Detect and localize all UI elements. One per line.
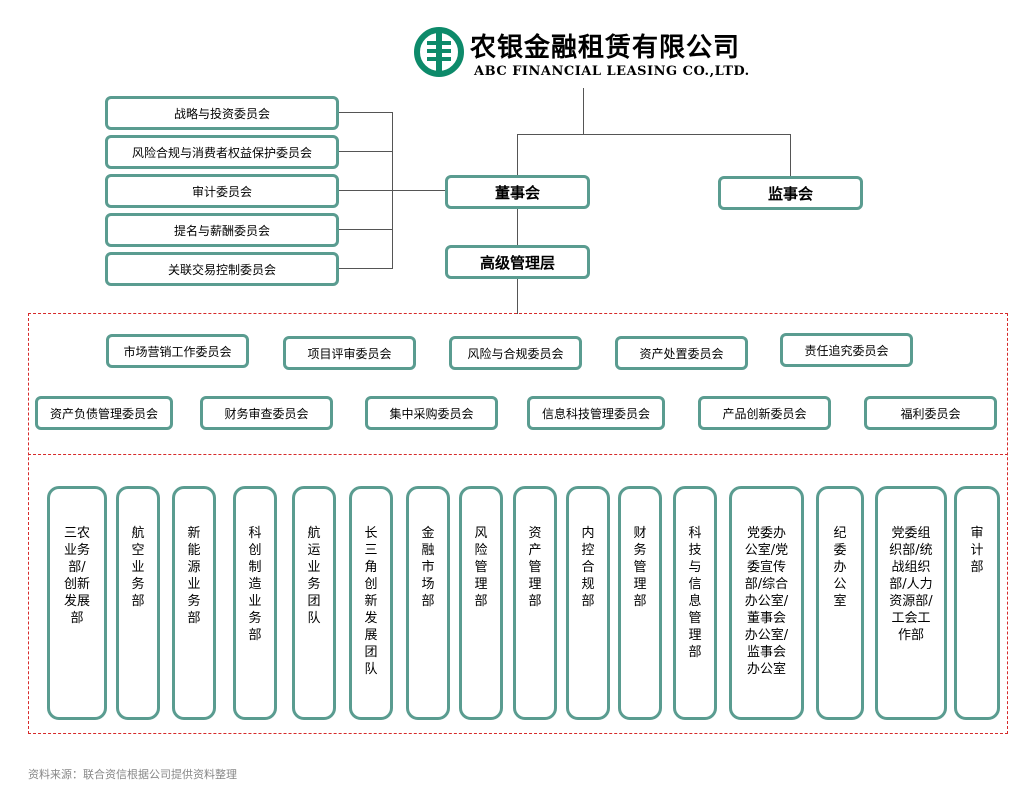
- dept-asset-management: 资产管理部: [513, 486, 557, 720]
- connector-line: [338, 268, 393, 269]
- dept-label: 航运业务团队: [307, 526, 321, 626]
- dept-label: 科技与信息管理部: [688, 526, 702, 660]
- dept-label: 科创制造业务部: [248, 526, 262, 643]
- mgmt-committee-alm: 资产负债管理委员会: [35, 396, 173, 430]
- company-name-cn: 农银金融租赁有限公司: [470, 33, 741, 63]
- dept-aviation: 航空业务部: [116, 486, 160, 720]
- board-committee-audit: 审计委员会: [105, 174, 339, 208]
- dept-finance: 财务管理部: [618, 486, 662, 720]
- mgmt-committee-welfare: 福利委员会: [864, 396, 997, 430]
- dept-party-organization-hr: 党委组织部/统战组织部/人力资源部/工会工作部: [875, 486, 947, 720]
- dept-label: 纪委办公室: [833, 526, 847, 609]
- board-of-supervisors: 监事会: [718, 176, 863, 210]
- dept-new-energy: 新能源业务部: [172, 486, 216, 720]
- dept-party-office: 党委办公室/党委宣传部/综合办公室/董事会办公室/监事会办公室: [729, 486, 804, 720]
- connector-line: [338, 190, 446, 191]
- dept-label: 三农业务部/创新发展部: [63, 526, 90, 626]
- mgmt-committee-asset-disposal: 资产处置委员会: [615, 336, 748, 370]
- mgmt-committee-financial-review: 财务审查委员会: [200, 396, 333, 430]
- dept-financial-markets: 金融市场部: [406, 486, 450, 720]
- dept-label: 财务管理部: [633, 526, 647, 609]
- dept-audit: 审计部: [954, 486, 1000, 720]
- connector-line: [790, 134, 791, 177]
- connector-line: [517, 208, 518, 246]
- dept-label: 内控合规部: [581, 526, 595, 609]
- dashed-divider: [28, 454, 1008, 455]
- mgmt-committee-marketing: 市场营销工作委员会: [106, 334, 249, 368]
- dept-agri-innovation: 三农业务部/创新发展部: [47, 486, 107, 720]
- dept-label: 长三角创新发展团队: [364, 526, 378, 677]
- board-of-directors: 董事会: [445, 175, 590, 209]
- management-dashed-frame: [28, 313, 1008, 734]
- dept-tech-manufacturing: 科创制造业务部: [233, 486, 277, 720]
- board-committee-risk: 风险合规与消费者权益保护委员会: [105, 135, 339, 169]
- source-note: 资料来源：联合资信根据公司提供资料整理: [28, 768, 237, 781]
- dept-label: 资产管理部: [528, 526, 542, 609]
- board-committee-nomination: 提名与薪酬委员会: [105, 213, 339, 247]
- dept-discipline-office: 纪委办公室: [816, 486, 864, 720]
- board-committee-related-party: 关联交易控制委员会: [105, 252, 339, 286]
- mgmt-committee-accountability: 责任追究委员会: [780, 333, 913, 367]
- dept-risk-management: 风险管理部: [459, 486, 503, 720]
- dept-label: 航空业务部: [131, 526, 145, 609]
- mgmt-committee-risk-compliance: 风险与合规委员会: [449, 336, 582, 370]
- dept-internal-control: 内控合规部: [566, 486, 610, 720]
- dept-label: 金融市场部: [421, 526, 435, 609]
- dept-label: 风险管理部: [474, 526, 488, 609]
- senior-management: 高级管理层: [445, 245, 590, 279]
- dept-label: 审计部: [970, 526, 984, 575]
- mgmt-committee-it: 信息科技管理委员会: [527, 396, 665, 430]
- dept-yangtze-delta-team: 长三角创新发展团队: [349, 486, 393, 720]
- connector-line: [517, 134, 518, 176]
- connector-line: [338, 229, 393, 230]
- dept-label: 党委组织部/统战组织部/人力资源部/工会工作部: [889, 526, 933, 643]
- mgmt-committee-project-review: 项目评审委员会: [283, 336, 416, 370]
- mgmt-committee-product-innovation: 产品创新委员会: [698, 396, 831, 430]
- board-committee-strategy: 战略与投资委员会: [105, 96, 339, 130]
- connector-line: [517, 278, 518, 314]
- dept-tech-info: 科技与信息管理部: [673, 486, 717, 720]
- mgmt-committee-procurement: 集中采购委员会: [365, 396, 498, 430]
- connector-line: [338, 112, 393, 113]
- dept-label: 党委办公室/党委宣传部/综合办公室/董事会办公室/监事会办公室: [744, 526, 789, 677]
- dept-shipping-team: 航运业务团队: [292, 486, 336, 720]
- company-name-en: ABC FINANCIAL LEASING CO.,LTD.: [474, 64, 750, 79]
- connector-line: [338, 151, 393, 152]
- connector-line: [517, 134, 791, 135]
- connector-line: [583, 88, 584, 134]
- abc-bank-logo-icon: [414, 27, 464, 77]
- dept-label: 新能源业务部: [187, 526, 201, 626]
